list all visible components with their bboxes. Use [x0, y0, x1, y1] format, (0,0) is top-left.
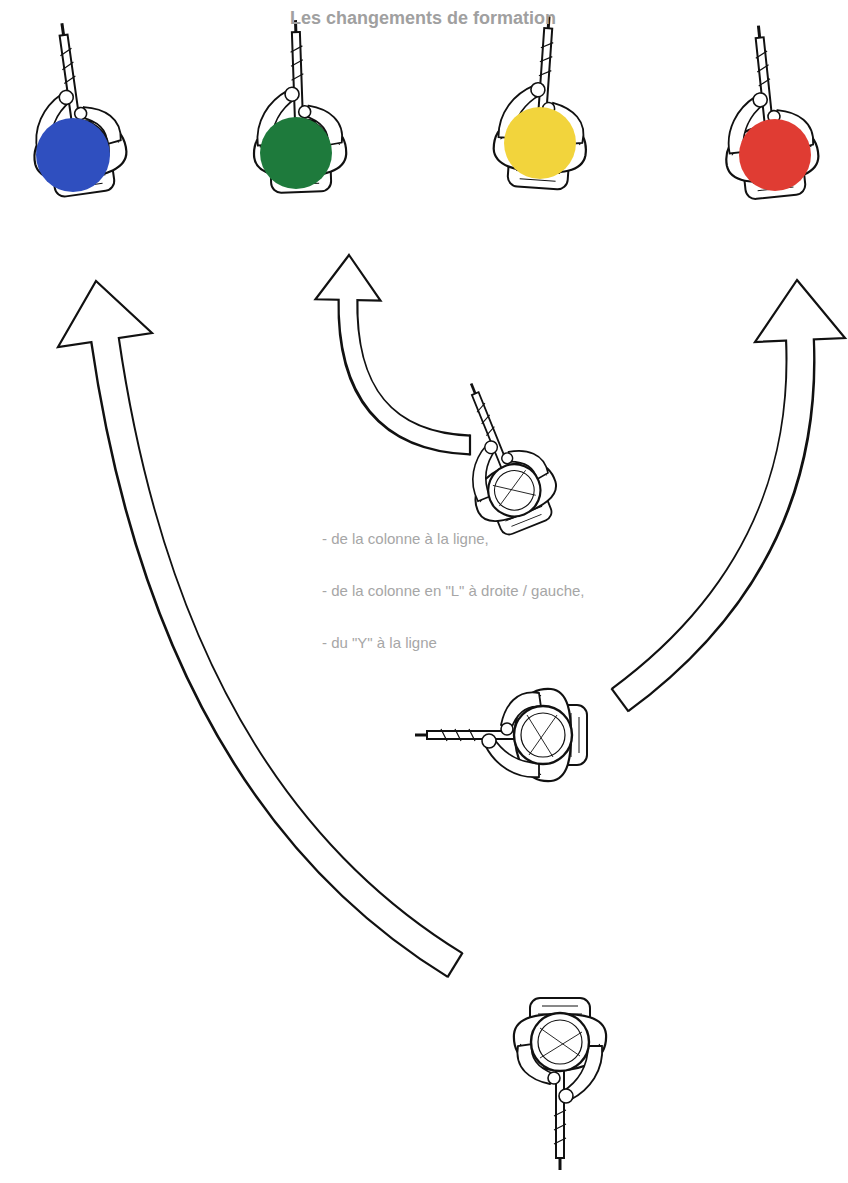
list-item: - de la colonne à la ligne,: [322, 530, 489, 548]
section-heading: Les changements de formation: [290, 8, 556, 29]
soldier-figure: [514, 998, 606, 1170]
list-item: - du "Y" à la ligne: [322, 634, 437, 652]
soldier-figure: [491, 13, 595, 191]
move-arrow: [611, 280, 845, 712]
move-arrow: [58, 281, 463, 977]
soldier-figure: [249, 18, 347, 193]
soldier-figure: [16, 17, 131, 200]
colour-marker: [260, 117, 332, 189]
colour-marker: [504, 107, 576, 179]
soldier-figure: [713, 21, 823, 202]
soldier-figure: [433, 368, 568, 543]
colour-marker: [36, 118, 110, 192]
colour-marker: [739, 119, 811, 191]
list-item: - de la colonne en "L" à droite / gauche…: [322, 582, 585, 600]
move-arrow: [316, 255, 471, 456]
soldier-figure: [415, 689, 587, 781]
